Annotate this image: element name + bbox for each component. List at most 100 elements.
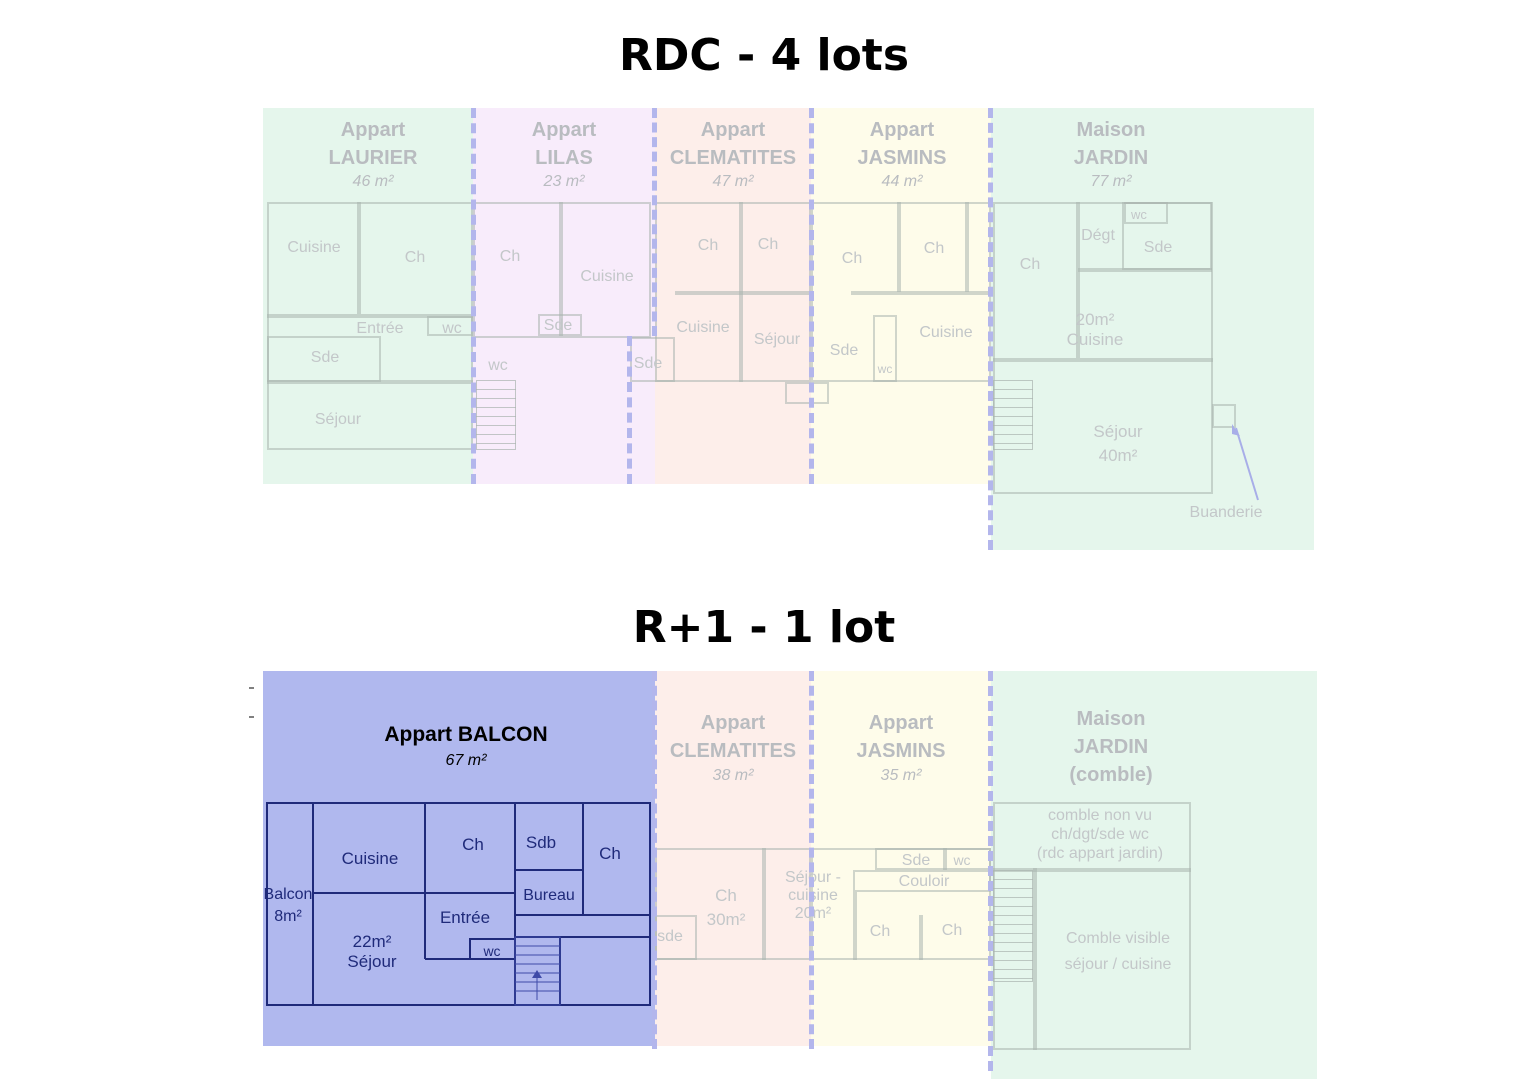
zone-jasmins — [811, 108, 991, 484]
wall — [1124, 202, 1168, 224]
room-label: Comble visible séjour / cuisine — [1064, 930, 1172, 973]
room-label: Ch — [841, 250, 863, 267]
room-label: Cuisine — [341, 849, 399, 868]
zone-laurier — [263, 108, 473, 484]
room-label: Dégt — [1081, 227, 1115, 244]
room-label: Cuisine — [919, 324, 973, 341]
room-label: Entrée — [356, 320, 404, 337]
room-label: comble non vu ch/dgt/sde wc (rdc appart … — [1036, 807, 1164, 862]
unit-area-jasmins: 44 m² — [881, 173, 923, 190]
wall — [762, 848, 766, 960]
wall — [1076, 202, 1080, 358]
room-label: Sde — [310, 349, 340, 366]
room-label: Séjour — [314, 411, 362, 428]
unit-area-jardin: 77 m² — [1090, 173, 1132, 190]
wall — [943, 848, 947, 870]
room-label: Ch — [499, 248, 521, 265]
room-label: 22m² Séjour — [347, 932, 397, 971]
room-label: Ch — [697, 237, 719, 254]
wall — [993, 202, 1213, 494]
unit-name-jasmins: Appart JASMINS — [857, 119, 947, 169]
room-label: Sde — [829, 342, 859, 359]
wall — [873, 315, 897, 382]
unit-divider — [988, 108, 993, 550]
wall — [785, 382, 829, 404]
room-label: Cuisine — [287, 239, 341, 256]
room-label: Ch — [1019, 256, 1041, 273]
unit-name-jardin: Maison JARDIN — [1073, 119, 1149, 169]
room-label: Ch — [599, 844, 621, 863]
unit-name-jardin-r1: Maison JARDIN (comble) — [1069, 708, 1153, 786]
r1-title: R+1 - 1 lot — [632, 602, 896, 653]
unit-area-jasmins-r1: 35 m² — [880, 767, 922, 784]
room-label: wc — [483, 943, 501, 959]
room-label: wc — [953, 852, 971, 868]
zone-jasmins-r1 — [811, 671, 991, 1046]
room-label: sde — [657, 928, 683, 945]
room-label: Séjour 40m² — [1093, 422, 1143, 465]
wall — [538, 314, 582, 336]
zone-jardin-r1 — [991, 671, 1317, 1079]
room-label: Cuisine — [580, 268, 634, 285]
wall — [1033, 868, 1037, 1050]
room-label: wc — [877, 362, 893, 376]
wall — [993, 358, 1213, 362]
unit-area-balcon: 67 m² — [445, 752, 487, 769]
wall — [1078, 268, 1212, 272]
room-label: Couloir — [898, 873, 950, 890]
stairs — [476, 380, 516, 450]
wall — [853, 892, 857, 960]
unit-area-clematites-r1: 38 m² — [712, 767, 754, 784]
room-label: wc — [1131, 207, 1147, 222]
room-label: Buanderie — [1189, 504, 1263, 521]
room-label: wc — [442, 320, 462, 337]
unit-area-clematites: 47 m² — [712, 173, 754, 190]
zone-clematites — [655, 108, 811, 484]
room-label: Ch — [869, 923, 891, 940]
unit-divider — [471, 108, 476, 484]
unit-name-jasmins-r1: Appart JASMINS — [856, 712, 946, 762]
room-label: Ch — [462, 835, 484, 854]
room-label: Ch — [941, 922, 963, 939]
unit-name-lilas: Appart LILAS — [531, 119, 597, 169]
room-label: Sde — [633, 355, 663, 372]
zone-jardin — [991, 108, 1314, 550]
unit-name-balcon: Appart BALCON — [384, 723, 548, 746]
room-label: Balcon 8m² — [263, 886, 313, 925]
rdc-title: RDC - 4 lots — [618, 30, 910, 81]
wall — [1212, 404, 1236, 428]
unit-name-laurier: Appart LAURIER — [328, 119, 418, 169]
room-label: Ch — [923, 240, 945, 257]
unit-divider — [988, 671, 993, 1071]
room-label: Entrée — [439, 908, 491, 927]
unit-divider — [652, 108, 657, 336]
unit-divider — [652, 671, 657, 1049]
wall — [919, 915, 923, 960]
room-label: Ch 30m² — [706, 886, 746, 929]
stairs — [993, 380, 1033, 450]
room-label: Sde — [901, 852, 931, 869]
room-label: Ch — [404, 249, 426, 266]
stairs — [993, 870, 1033, 982]
unit-divider — [627, 336, 632, 484]
room-label: Sde — [1143, 239, 1173, 256]
wall — [357, 202, 361, 314]
unit-name-clematites-r1: Appart CLEMATITES — [669, 712, 797, 762]
unit-divider — [809, 671, 814, 1049]
unit-name-clematites: Appart CLEMATITES — [669, 119, 797, 169]
room-label: Cuisine — [676, 319, 730, 336]
room-label: Séjour — [753, 331, 801, 348]
room-label: Ch — [757, 236, 779, 253]
unit-area-laurier: 46 m² — [352, 173, 394, 190]
zone-clematites-r1 — [655, 671, 811, 1046]
room-label: wc — [488, 357, 508, 374]
zone-balcon — [263, 671, 655, 1046]
room-label: Bureau — [523, 887, 575, 904]
unit-divider — [809, 108, 814, 484]
unit-area-lilas: 23 m² — [543, 173, 585, 190]
room-label: Sdb — [525, 833, 557, 852]
room-label: 20m² Cuisine — [1066, 310, 1124, 349]
room-label: Sde — [543, 317, 573, 334]
